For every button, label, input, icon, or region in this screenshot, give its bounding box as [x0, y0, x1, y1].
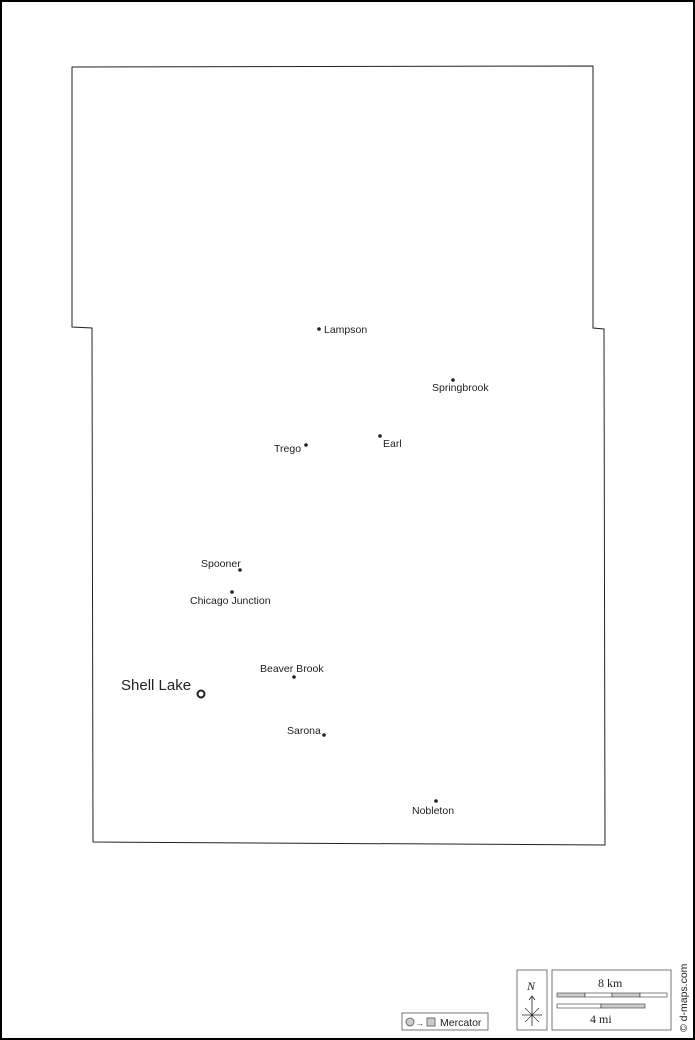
place-label: Lampson [324, 324, 367, 336]
place-spooner: Spooner [201, 558, 242, 572]
place-beaver-brook: Beaver Brook [260, 663, 324, 679]
place-earl: Earl [378, 434, 402, 450]
credit-label: © d-maps.com [678, 963, 690, 1032]
county-boundary [71, 65, 606, 846]
scale-bar: 8 km 4 mi [551, 969, 672, 1031]
place-label: Springbrook [432, 382, 489, 394]
place-trego: Trego [274, 443, 308, 455]
place-label: Chicago Junction [190, 595, 271, 607]
place-label: Earl [383, 438, 402, 450]
place-lampson: Lampson [317, 324, 367, 336]
place-shell-lake: Shell Lake [121, 677, 206, 699]
circle-icon [405, 1017, 415, 1027]
scale-km-label: 8 km [598, 976, 623, 990]
scale-mi-label: 4 mi [590, 1012, 612, 1026]
place-label: Trego [274, 443, 301, 455]
projection-legend: → Mercator [401, 1012, 489, 1031]
square-icon [426, 1017, 436, 1027]
place-label: Beaver Brook [260, 663, 324, 675]
place-sarona: Sarona [287, 725, 326, 737]
place-springbrook: Springbrook [432, 378, 489, 394]
place-label: Nobleton [412, 805, 454, 817]
north-label: N [526, 979, 536, 993]
arrow-icon: → [415, 1018, 424, 1028]
place-label: Shell Lake [121, 677, 191, 694]
place-label: Sarona [287, 725, 321, 737]
projection-label: Mercator [440, 1017, 482, 1029]
place-nobleton: Nobleton [412, 799, 454, 817]
place-label: Spooner [201, 558, 241, 570]
north-arrow: N [516, 969, 548, 1031]
place-chicago-junction: Chicago Junction [190, 590, 271, 607]
